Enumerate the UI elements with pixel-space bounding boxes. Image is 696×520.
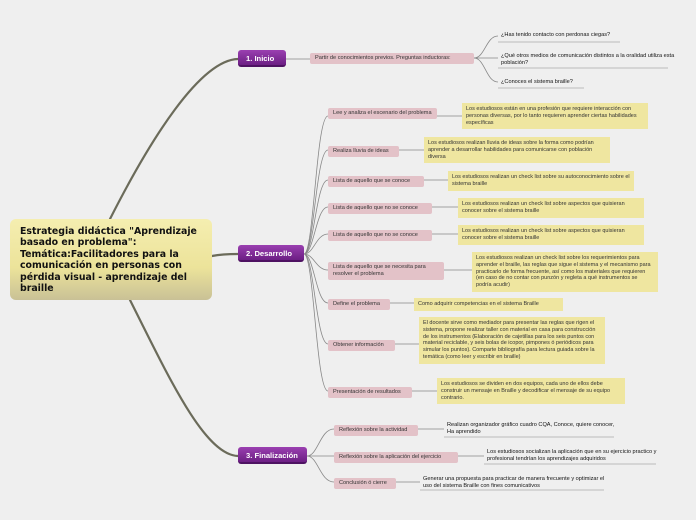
desarrollo-note-2[interactable]: Los estudiosos realizan lluvia de ideas … (424, 137, 610, 164)
finalizacion-text-3[interactable]: Generar una propuesta para practicar de … (423, 476, 605, 489)
finalizacion-tag-2[interactable]: Reflexión sobre la aplicación del ejerci… (334, 452, 458, 463)
link-root-desarrollo (210, 252, 240, 258)
desarrollo-note-5[interactable]: Los estudiosos realizan un check list so… (458, 225, 644, 245)
stage-desarrollo[interactable]: 2. Desarrollo (238, 245, 304, 262)
desarrollo-tag-5[interactable]: Lista de aquello que no se conoce (328, 230, 432, 241)
desarrollo-tag-4[interactable]: Lista de aquello que no se conoce (328, 203, 432, 214)
desarrollo-note-9[interactable]: Los estudiosos se dividen en dos equipos… (437, 378, 625, 405)
stage-inicio[interactable]: 1. Inicio (238, 50, 286, 67)
finalizacion-tag-3[interactable]: Conclusión ó cierre (334, 478, 396, 489)
desarrollo-tag-2[interactable]: Realiza lluvia de ideas (328, 146, 399, 157)
desarrollo-note-7[interactable]: Como adquirir competencias en el sistema… (414, 298, 563, 311)
desarrollo-tag-1[interactable]: Lee y analiza el escenario del problema (328, 108, 437, 119)
inicio-item[interactable]: Partir de conocimientos previos. Pregunt… (310, 53, 474, 64)
finalizacion-text-1[interactable]: Realizan organizador gráfico cuadro CQA,… (447, 422, 615, 435)
inicio-question-2[interactable]: ¿Qué otros medios de comunicación distin… (501, 53, 675, 66)
desarrollo-note-4[interactable]: Los estudiosos realizan un check list so… (458, 198, 644, 218)
desarrollo-note-1[interactable]: Los estudiosos están en una profesión qu… (462, 103, 648, 130)
desarrollo-note-8[interactable]: El docente sirve como mediador para pres… (419, 317, 605, 364)
stage-finalizacion[interactable]: 3. Finalización (238, 447, 307, 464)
desarrollo-tag-7[interactable]: Define el problema (328, 299, 390, 310)
link-root-inicio (108, 57, 240, 221)
desarrollo-note-6[interactable]: Los estudiosos realizan un check list so… (472, 252, 658, 292)
desarrollo-tag-3[interactable]: Lista de aquello que se conoce (328, 176, 424, 187)
desarrollo-tag-9[interactable]: Presentación de resultados (328, 387, 412, 398)
inicio-question-1[interactable]: ¿Has tenido contacto con perdonas ciegas… (501, 32, 611, 38)
finalizacion-tag-1[interactable]: Reflexión sobre la actividad (334, 425, 418, 436)
desarrollo-tag-8[interactable]: Obtener información (328, 340, 395, 351)
desarrollo-tag-6[interactable]: Lista de aquello que se necesita para re… (328, 262, 444, 280)
central-topic[interactable]: Estrategia didáctica "Aprendizaje basado… (10, 219, 212, 300)
finalizacion-text-2[interactable]: Los estudiosos socializan la aplicación … (487, 449, 657, 462)
inicio-question-3[interactable]: ¿Conoces el sistema braille? (501, 79, 573, 85)
desarrollo-note-3[interactable]: Los estudiosos realizan un check list so… (448, 171, 634, 191)
link-root-finalizacion (128, 298, 240, 458)
